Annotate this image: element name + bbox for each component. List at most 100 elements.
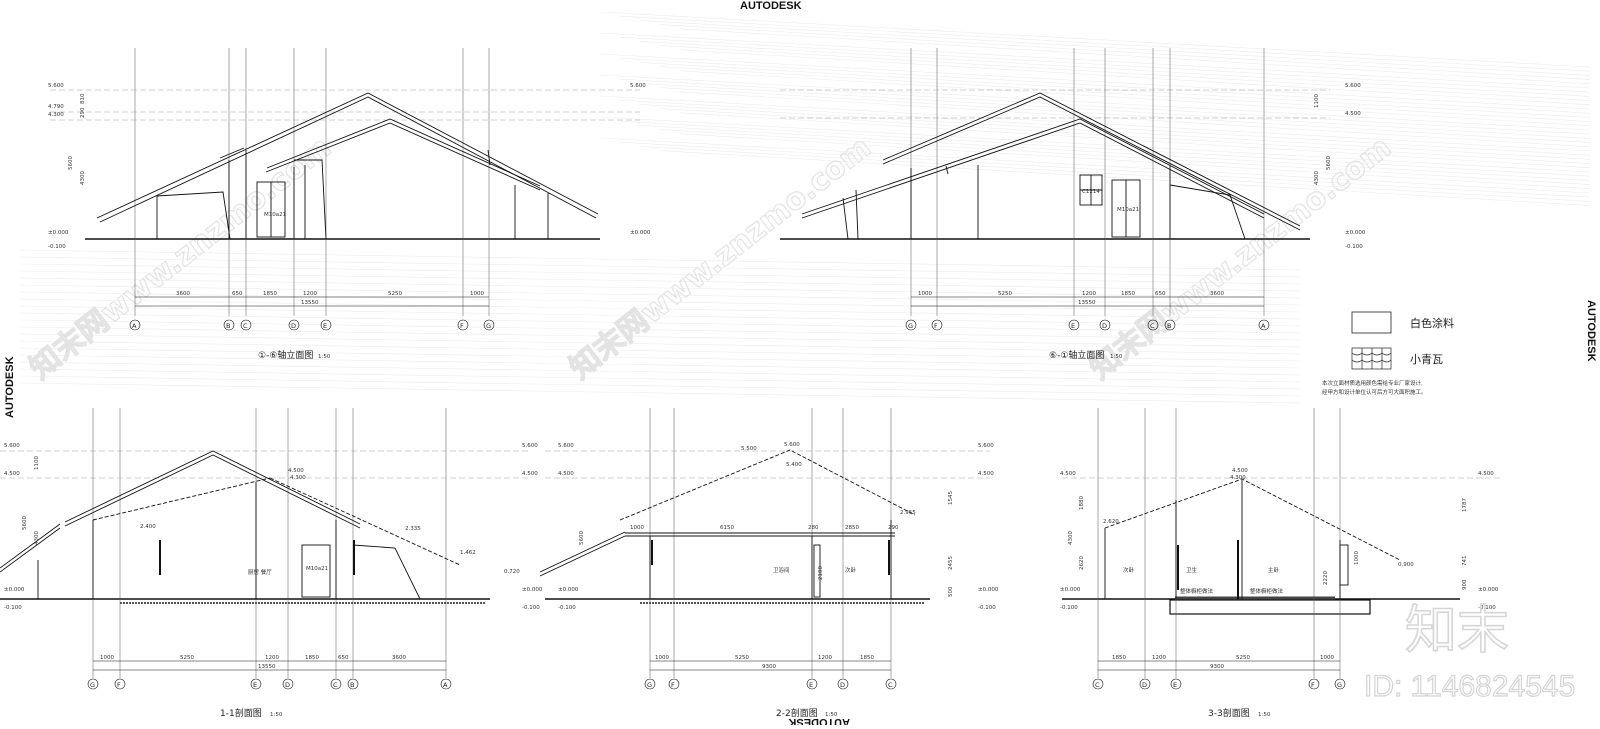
e1-level-2: 4.790 [48, 104, 64, 110]
s2-title: 2-2剖面图 [776, 707, 818, 719]
s2-level-8: -0.100 [558, 605, 576, 611]
s2-vdim-2: 5600 [579, 531, 585, 545]
bg-line [679, 49, 1591, 106]
e1-level-3: 4.300 [48, 112, 64, 118]
bg-line [659, 24, 1591, 80]
s2-level-6: 2.955 [900, 510, 916, 516]
e1-dim-3: 1850 [263, 291, 277, 297]
e2-level-4: -0.100 [1345, 244, 1363, 250]
watermark-site-3: 知末网www.znzmo.com [1083, 130, 1398, 387]
bg-line [19, 284, 1301, 306]
s1-vdim-2: 5600 [22, 516, 28, 530]
s1-axis-6: B [350, 681, 354, 689]
e1-vdim-1: 5600 [68, 156, 74, 170]
s2-dim-h2: 6150 [720, 525, 734, 531]
s3-vdim-2: 4300 [1068, 531, 1074, 545]
e2-door-tag: M10a21 [1117, 207, 1139, 213]
s1-level-r4: -0.100 [522, 605, 540, 611]
s2-axis-3: E [809, 681, 813, 689]
e1-dim-total: 13550 [301, 300, 319, 306]
s3-level-r3: -0.100 [1478, 605, 1496, 611]
e2-axis-1: G [908, 322, 913, 330]
s3-fixture-1: 整体橱柜做法 [1180, 587, 1214, 595]
e1-axis-4: D [291, 322, 296, 330]
e2-dim-1: 1000 [918, 291, 932, 297]
legend-swatch-paint [1351, 311, 1392, 334]
legend-note-1: 本次立面材质选用颜色需给专业厂家设计, [1322, 379, 1423, 387]
bg-line [599, 137, 1591, 194]
bg-line [679, 28, 1591, 85]
bg-line [659, 45, 1591, 101]
e1-vdim-4: 290 [80, 107, 86, 118]
s2-axis-2: F [671, 681, 675, 689]
e2-axis-3: E [1071, 322, 1075, 330]
bg-line [19, 256, 1301, 278]
e1-dim-1: 3600 [176, 291, 190, 297]
e1-level-r1: 5.600 [630, 83, 646, 89]
elevation-2-labels: G F E D C B A 1000 5250 1200 1850 650 36… [908, 83, 1366, 361]
e2-axis-2: F [934, 322, 938, 330]
e1-dim-4: 1200 [303, 291, 317, 297]
s3-vdim-8: 2220 [1323, 571, 1329, 585]
s1-level-r2: 4.500 [522, 471, 538, 477]
s1-axis-7: A [443, 681, 448, 689]
e1-vdim-3: 810 [80, 93, 86, 104]
s1-level-2: 4.500 [4, 471, 20, 477]
s3-level-5: 0.900 [1398, 562, 1414, 568]
e1-axis-1: A [132, 322, 137, 330]
s3-axis-1: C [1095, 681, 1100, 689]
e2-dim-4: 1850 [1121, 291, 1135, 297]
bg-line [19, 382, 1301, 404]
bg-line [679, 91, 1591, 148]
section-1-1-labels: G F E D C B A 1000 5250 1200 1850 650 36… [4, 443, 543, 719]
legend-label-2: 小青瓦 [1410, 353, 1443, 366]
s2-level-3: 5.600 [784, 442, 800, 448]
bg-line [19, 340, 1301, 362]
section-1-1 [0, 408, 530, 690]
e1-axis-3: C [243, 322, 248, 330]
s3-dim-total: 9300 [1210, 664, 1224, 670]
legend-label-1: 白色涂料 [1410, 316, 1454, 330]
e1-level-5: -0.100 [48, 244, 66, 250]
s2-dim-h1: 1000 [630, 525, 644, 531]
s1-scale: 1:50 [270, 712, 283, 718]
s1-level-r3: ±0.000 [522, 587, 543, 593]
s2-level-r4: -0.100 [978, 605, 996, 611]
s3-room-1: 次卧 [1123, 566, 1135, 574]
s2-room-1: 卫浴间 [773, 566, 790, 574]
s1-dim-total: 13550 [258, 664, 276, 670]
s3-dim-3: 5250 [1236, 655, 1250, 661]
s1-axis-3: E [253, 681, 257, 689]
s2-level-r1: 5.600 [978, 443, 994, 449]
e2-dim-6: 3600 [1210, 291, 1224, 297]
e1-level-r2: ±0.000 [630, 230, 651, 236]
bg-line [19, 368, 1301, 390]
e1-dim-5: 5250 [388, 291, 402, 297]
e1-axis-7: G [486, 322, 491, 330]
e2-vdim-2: 4300 [1314, 171, 1320, 185]
s2-level-7: ±0.000 [558, 587, 579, 593]
bg-line [639, 146, 1591, 202]
bg-line [639, 104, 1591, 160]
material-legend: 白色涂料 小青瓦 本次立面材质选用颜色需给专业厂家设计, 经甲方和设计单位认可后… [1322, 311, 1454, 396]
s1-vdim-1: 1100 [34, 456, 40, 470]
e2-level-1: 5.600 [1345, 83, 1361, 89]
s2-dim-2: 5250 [735, 655, 749, 661]
s3-level-6: ±0.000 [1060, 587, 1081, 593]
s1-level-r1: 5.600 [522, 443, 538, 449]
bg-line [19, 333, 1301, 355]
s3-level-1: 4.500 [1060, 471, 1076, 477]
s2-level-2: 5.500 [741, 446, 757, 452]
bg-line [599, 53, 1591, 110]
s3-room-2: 卫生 [1186, 566, 1198, 574]
s1-level-8: 0.720 [504, 569, 520, 575]
s3-vdim-3: 2620 [1079, 556, 1085, 570]
s3-level-r2: ±0.000 [1478, 587, 1499, 593]
e2-window-tag: C1214 [1082, 189, 1100, 195]
e1-axis-2: B [226, 322, 230, 330]
s1-room: 厨房 餐厅 [248, 568, 272, 576]
s3-axis-4: F [1311, 681, 1315, 689]
s1-level-4: 4.300 [290, 475, 306, 481]
e1-axis-6: F [460, 322, 464, 330]
s1-door-tag: M10a21 [306, 566, 328, 572]
